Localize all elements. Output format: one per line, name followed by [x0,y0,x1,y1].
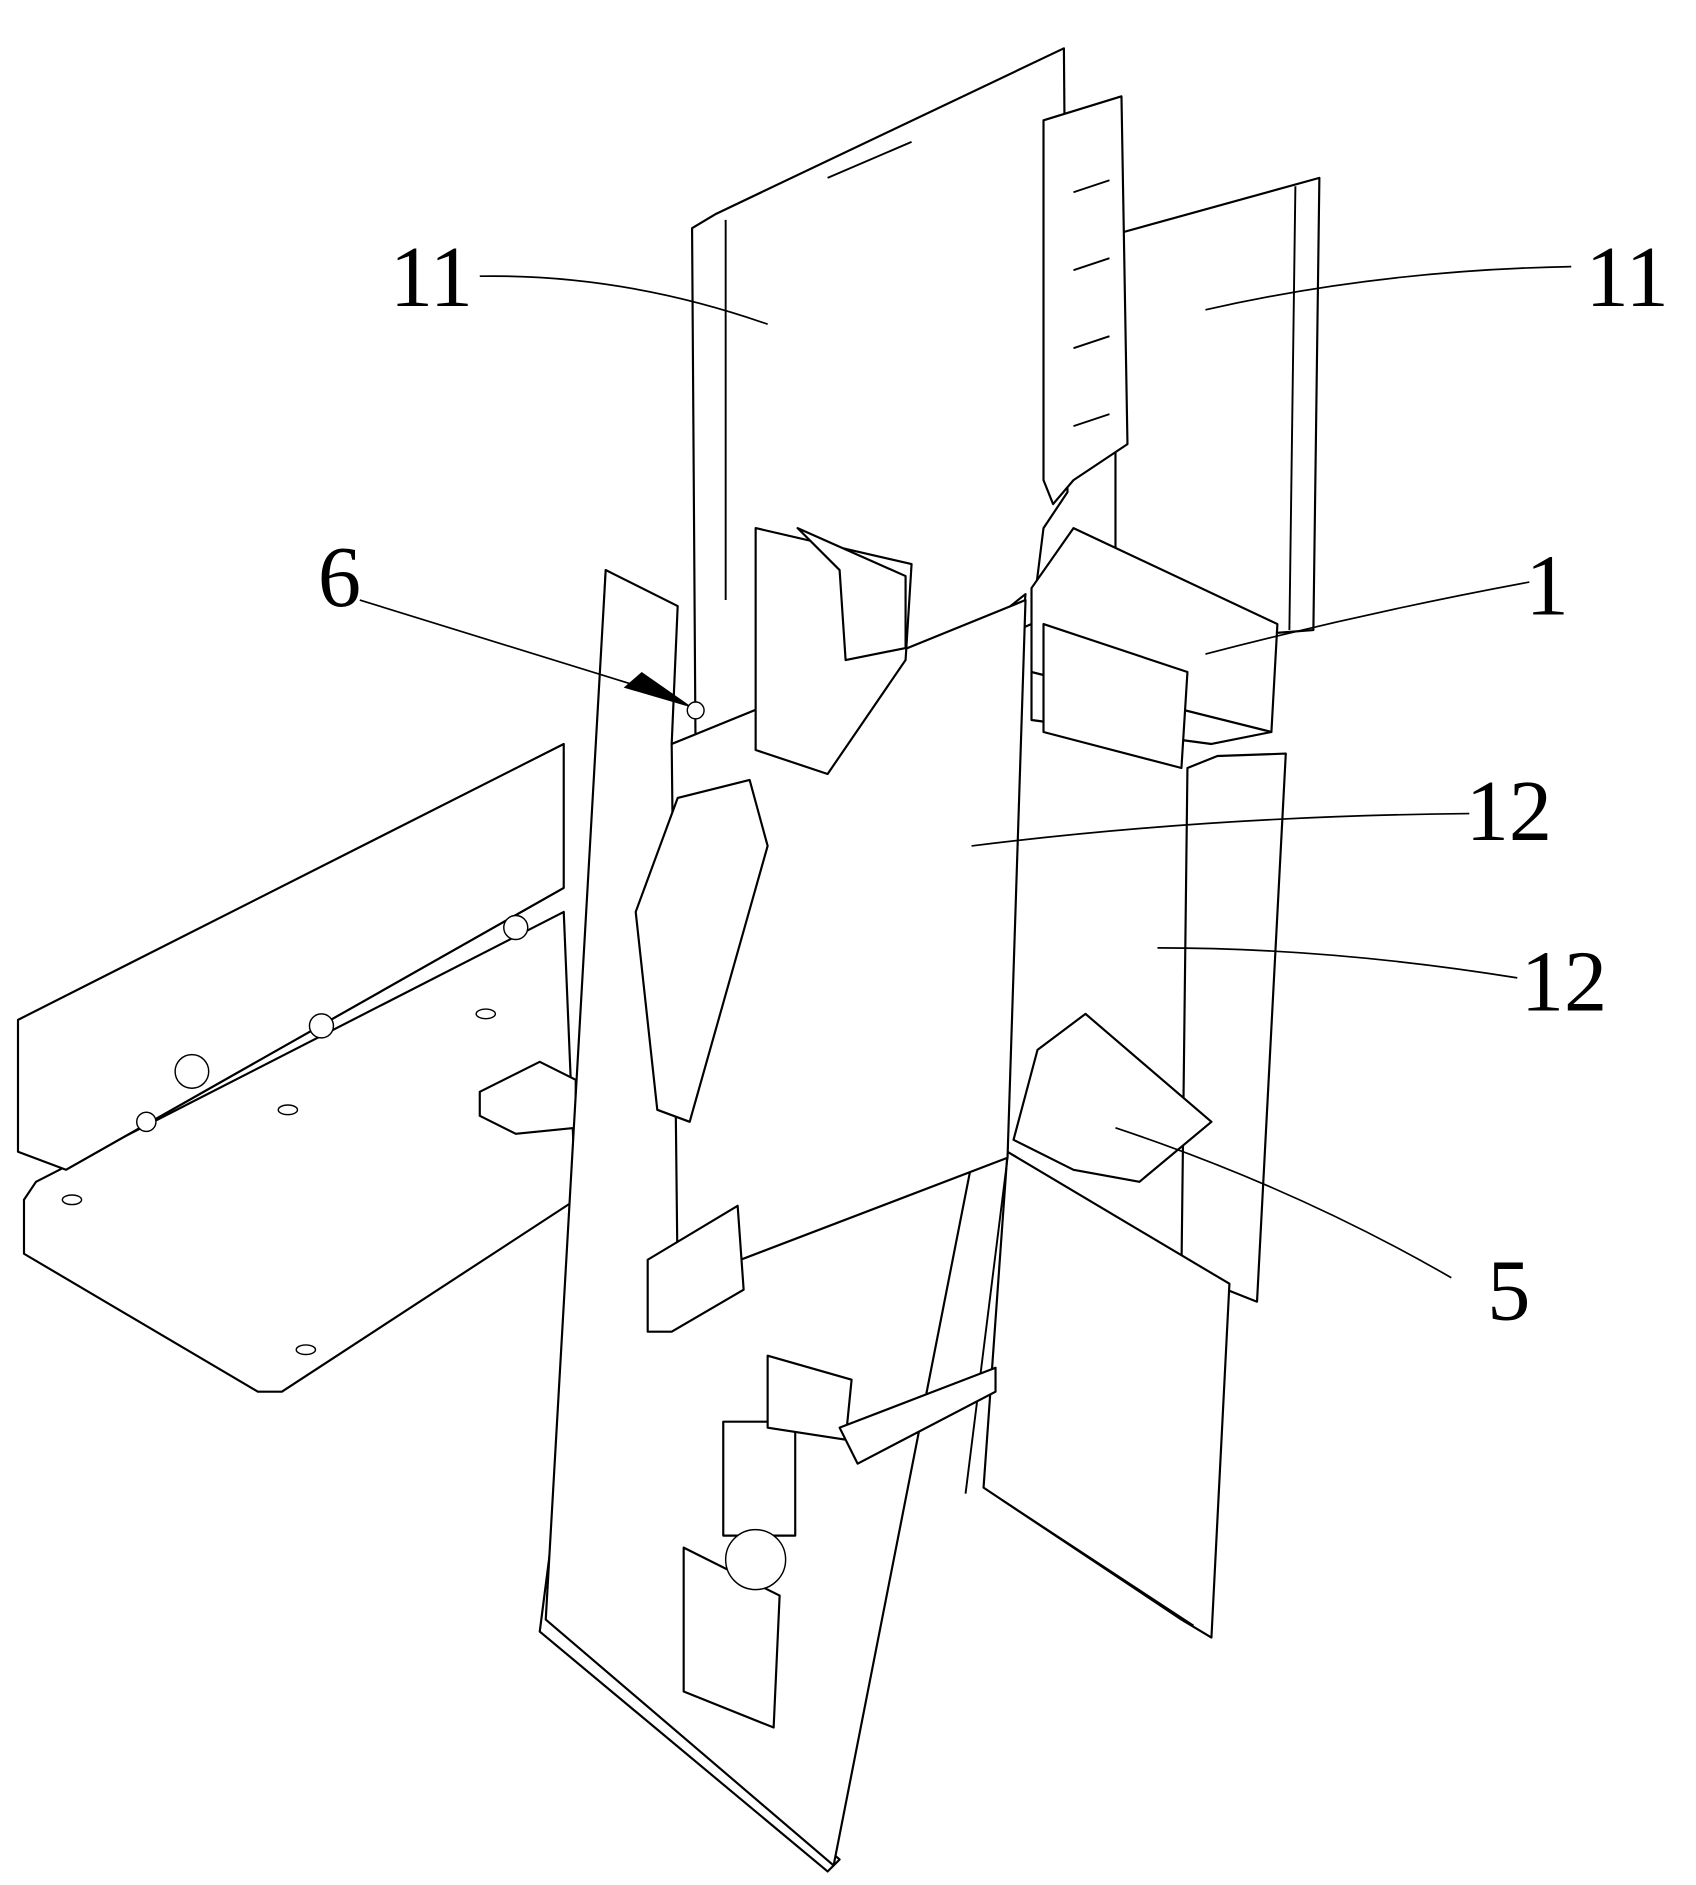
label-1: 1 [1526,537,1569,633]
label-11-right: 11 [1586,229,1669,325]
label-5: 5 [1487,1243,1530,1339]
pin-6 [687,702,704,719]
label-12-upper: 12 [1466,763,1552,859]
label-6: 6 [318,529,361,625]
label-12-lower: 12 [1521,933,1607,1029]
base-tray [18,744,576,1392]
label-11-left: 11 [390,229,473,325]
panel-12-right [984,754,1286,1638]
main-vertical-plate [540,570,1026,1871]
